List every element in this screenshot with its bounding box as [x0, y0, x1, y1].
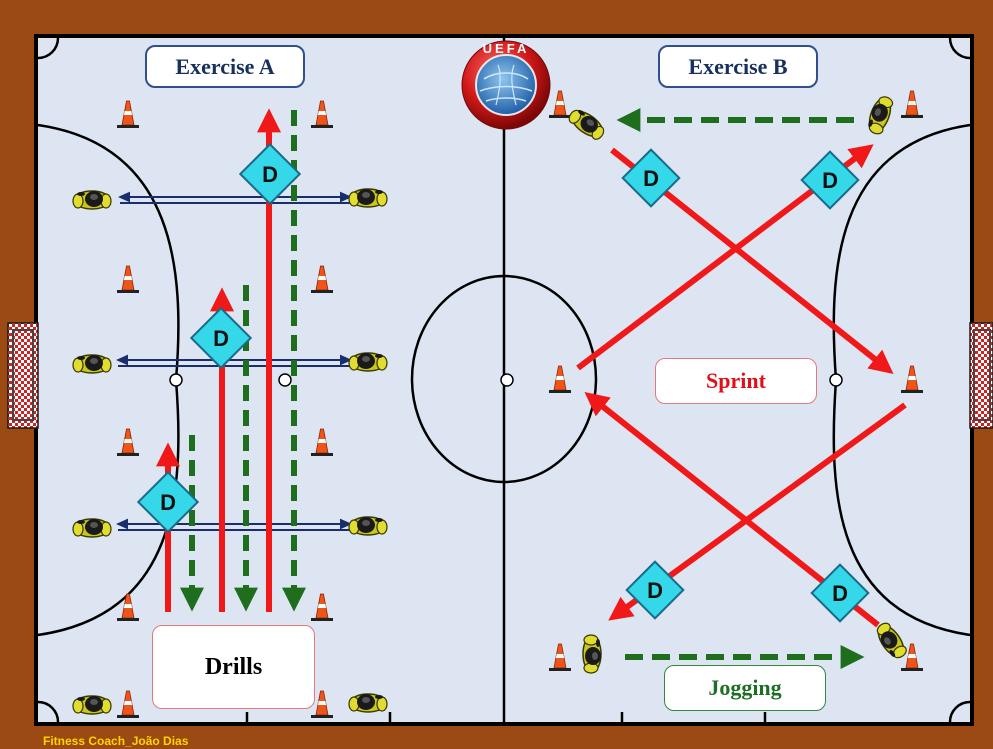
- defender-marker: D: [800, 150, 860, 210]
- author-credit: Fitness Coach_João Dias: [43, 734, 189, 748]
- corner-arc-br: [948, 700, 971, 723]
- exercise-b-title: Exercise B: [658, 45, 818, 88]
- player-icon: [72, 695, 112, 715]
- defender-marker: D: [238, 142, 302, 206]
- corner-arc-bl: [37, 700, 60, 723]
- player-icon: [348, 516, 388, 536]
- exercise-b-jog-arrows: [616, 108, 865, 669]
- defender-marker: D: [189, 306, 253, 370]
- player-icon: [582, 634, 602, 674]
- defender-marker-label: D: [822, 168, 838, 193]
- defender-marker: D: [621, 148, 681, 208]
- uefa-logo-icon: UEFA: [461, 40, 551, 130]
- player-icon: [72, 518, 112, 538]
- defender-marker-label: D: [832, 581, 848, 606]
- defender-marker-label: D: [647, 578, 663, 603]
- exercise-a-title: Exercise A: [145, 45, 305, 88]
- defender-marker: D: [136, 470, 200, 534]
- uefa-logo-text: UEFA: [483, 41, 530, 56]
- defender-marker-label: D: [160, 490, 176, 515]
- jogging-legend-label: Jogging: [664, 665, 826, 711]
- right-goal: [969, 322, 993, 429]
- drills-label: Drills: [152, 625, 315, 709]
- player-icon: [348, 693, 388, 713]
- player-icon: [348, 188, 388, 208]
- defender-marker-label: D: [213, 326, 229, 351]
- corner-arc-tl: [37, 37, 60, 60]
- center-circle: [410, 274, 598, 484]
- court-spots: [169, 373, 843, 387]
- defender-marker-label: D: [262, 162, 278, 187]
- defender-markers: D D D D D D D: [136, 142, 870, 623]
- exercise-a-passing-lines: [116, 191, 352, 531]
- player-icon: [72, 190, 112, 210]
- player-icon: [72, 354, 112, 374]
- left-goal: [7, 322, 39, 429]
- corner-arc-tr: [948, 37, 971, 60]
- sprint-legend-label: Sprint: [655, 358, 817, 404]
- defender-marker-label: D: [643, 166, 659, 191]
- player-icon: [348, 352, 388, 372]
- defender-marker: D: [810, 563, 870, 623]
- defender-marker: D: [625, 560, 685, 620]
